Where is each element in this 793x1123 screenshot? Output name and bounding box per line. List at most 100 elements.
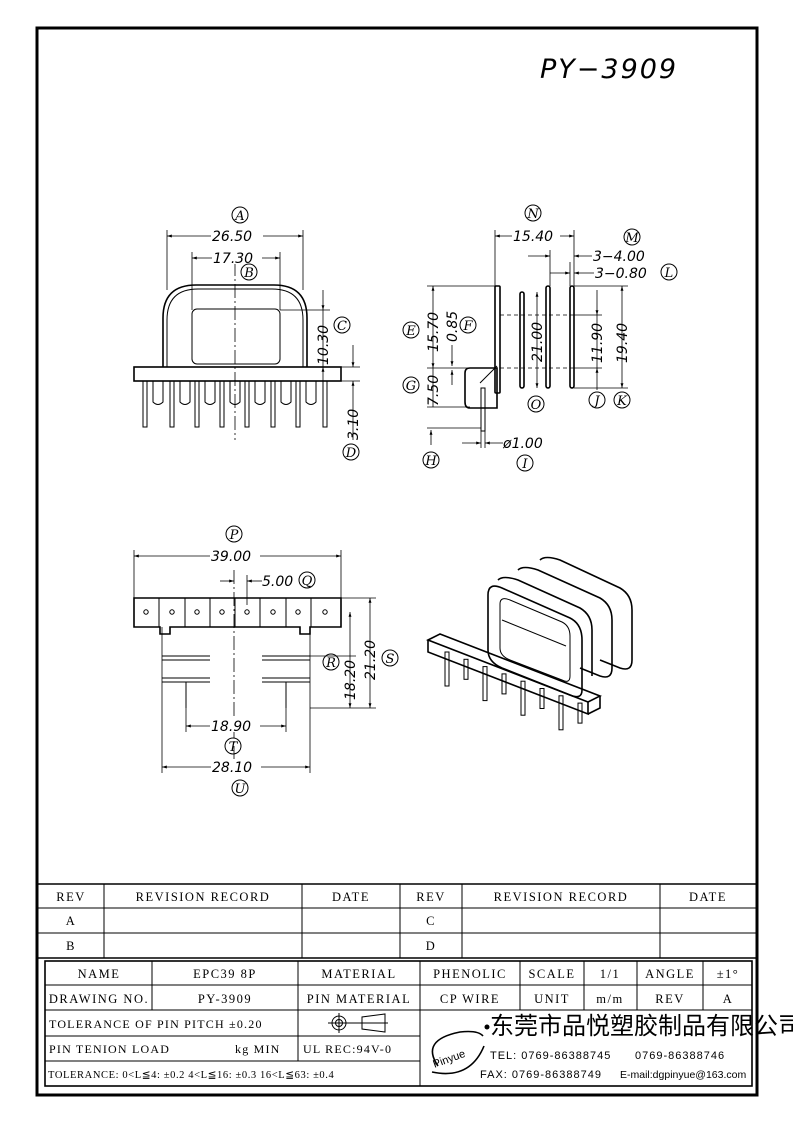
dim-K-value: 19.40 [615, 323, 631, 363]
dim-P-value: 39.00 [211, 549, 251, 565]
front-pin-long [194, 380, 200, 428]
date-header-2: DATE [689, 890, 727, 904]
svg-text:M: M [624, 231, 639, 246]
pin-hole [244, 609, 250, 615]
drawing-no-label: DRAWING NO. [49, 992, 149, 1006]
svg-text:S: S [386, 652, 395, 667]
rev-value: A [723, 992, 734, 1006]
callout-O: O [527, 395, 545, 413]
telephone-2: 0769-86388746 [635, 1050, 725, 1062]
svg-text:N: N [526, 207, 539, 222]
company-name: 东莞市品悦塑胶制品有限公司 [490, 1012, 793, 1040]
pin-hole [295, 609, 301, 615]
callout-G: G [402, 376, 420, 394]
pin-hole [219, 609, 225, 615]
front-pin-long [322, 380, 328, 428]
svg-text:E: E [405, 324, 416, 339]
dim-S-value: 21.20 [363, 640, 379, 680]
dim-F-value: 0.85 [445, 311, 461, 342]
pin-hole [143, 609, 149, 615]
front-pin-long [169, 380, 175, 428]
iso-pin [482, 666, 488, 702]
material-label: MATERIAL [321, 967, 396, 981]
front-pin-long [142, 380, 148, 428]
front-pin-short [305, 381, 317, 405]
svg-text:R: R [325, 656, 336, 671]
callout-T: T [224, 737, 242, 755]
callout-H: H [422, 451, 440, 469]
pin-hole [169, 609, 175, 615]
angle-label: ANGLE [645, 967, 695, 981]
iso-pin [463, 658, 469, 680]
callout-S: S [381, 649, 399, 667]
svg-text:D: D [345, 446, 357, 461]
dim-Q-value: 5.00 [262, 574, 293, 590]
svg-text:L: L [664, 266, 674, 281]
name-label: NAME [78, 967, 121, 981]
iso-pin [558, 695, 564, 731]
iso-pin [444, 651, 450, 687]
revision-record-header: REVISION RECORD [136, 890, 271, 904]
dim-A-value: 26.50 [212, 229, 252, 245]
dim-O-value: 21.00 [530, 322, 546, 362]
callout-J: J [588, 391, 606, 409]
front-pin-short [254, 381, 266, 405]
svg-text:K: K [616, 394, 628, 409]
callout-F: F [459, 316, 477, 334]
callout-markers: A B C D E F G H I J K L M N O P Q R S T … [224, 204, 678, 797]
date-header: DATE [332, 890, 370, 904]
rev-cell: D [426, 939, 437, 953]
callout-A: A [231, 206, 249, 224]
svg-text:A: A [234, 209, 244, 224]
fax: FAX: 0769-86388749 [480, 1069, 602, 1081]
angle-value: ±1° [717, 967, 740, 981]
rev-cell: C [426, 914, 436, 928]
dim-M-value: 3−4.00 [593, 249, 645, 265]
callout-I: I [516, 454, 534, 472]
front-pin-long [244, 380, 250, 428]
dim-B-value: 17.30 [213, 251, 253, 267]
svg-text:Pinyue: Pinyue [431, 1048, 467, 1071]
svg-text:B: B [243, 266, 254, 281]
callout-L: L [660, 263, 678, 281]
dim-I-value: ø1.00 [502, 436, 543, 452]
svg-text:O: O [531, 398, 542, 413]
pin-hole [322, 609, 328, 615]
general-tolerance: TOLERANCE: 0<L≦4: ±0.2 4<L≦16: ±0.3 16<L… [48, 1070, 335, 1081]
revision-table: REV REVISION RECORD DATE REV REVISION RE… [37, 883, 757, 959]
drawing-title: PY−3909 [540, 54, 678, 85]
pin-pitch-tolerance: TOLERANCE OF PIN PITCH ±0.20 [49, 1017, 263, 1031]
pin-material-value: CP WIRE [440, 992, 500, 1006]
front-pin-long [295, 380, 301, 428]
callout-E: E [402, 321, 420, 339]
dim-G-value: 7.50 [426, 375, 442, 406]
pin-hole [270, 609, 276, 615]
rev-label: REV [655, 992, 685, 1006]
rev-header: REV [56, 890, 86, 904]
callout-N: N [524, 204, 542, 222]
revision-record-header-2: REVISION RECORD [494, 890, 629, 904]
ul-rating: UL REC:94V-0 [303, 1042, 392, 1056]
drawing-no-value: PY-3909 [198, 992, 252, 1006]
scale-value: 1/1 [600, 967, 620, 981]
scale-label: SCALE [528, 967, 575, 981]
rev-header-2: REV [416, 890, 446, 904]
material-value: PHENOLIC [433, 967, 507, 981]
front-pin-short [152, 381, 164, 405]
dim-C-value: 10.30 [316, 325, 332, 365]
pin-tension-load-unit: kg MIN [235, 1042, 281, 1056]
iso-pin [520, 680, 526, 716]
pin-material-label: PIN MATERIAL [307, 992, 411, 1006]
dim-E-value: 15.70 [426, 312, 442, 352]
svg-text:F: F [462, 319, 473, 334]
front-pin-short [179, 381, 191, 405]
title-block: NAME EPC39 8P MATERIAL PHENOLIC SCALE 1/… [44, 960, 793, 1087]
pinyue-logo: Pinyue [431, 1024, 490, 1075]
svg-text:Q: Q [302, 574, 313, 589]
unit-value: m/m [596, 992, 623, 1006]
svg-text:T: T [229, 740, 239, 755]
dim-J-value: 11.90 [590, 323, 606, 363]
callout-R: R [322, 653, 340, 671]
front-pin-long [219, 380, 225, 428]
front-pin-long [270, 380, 276, 428]
